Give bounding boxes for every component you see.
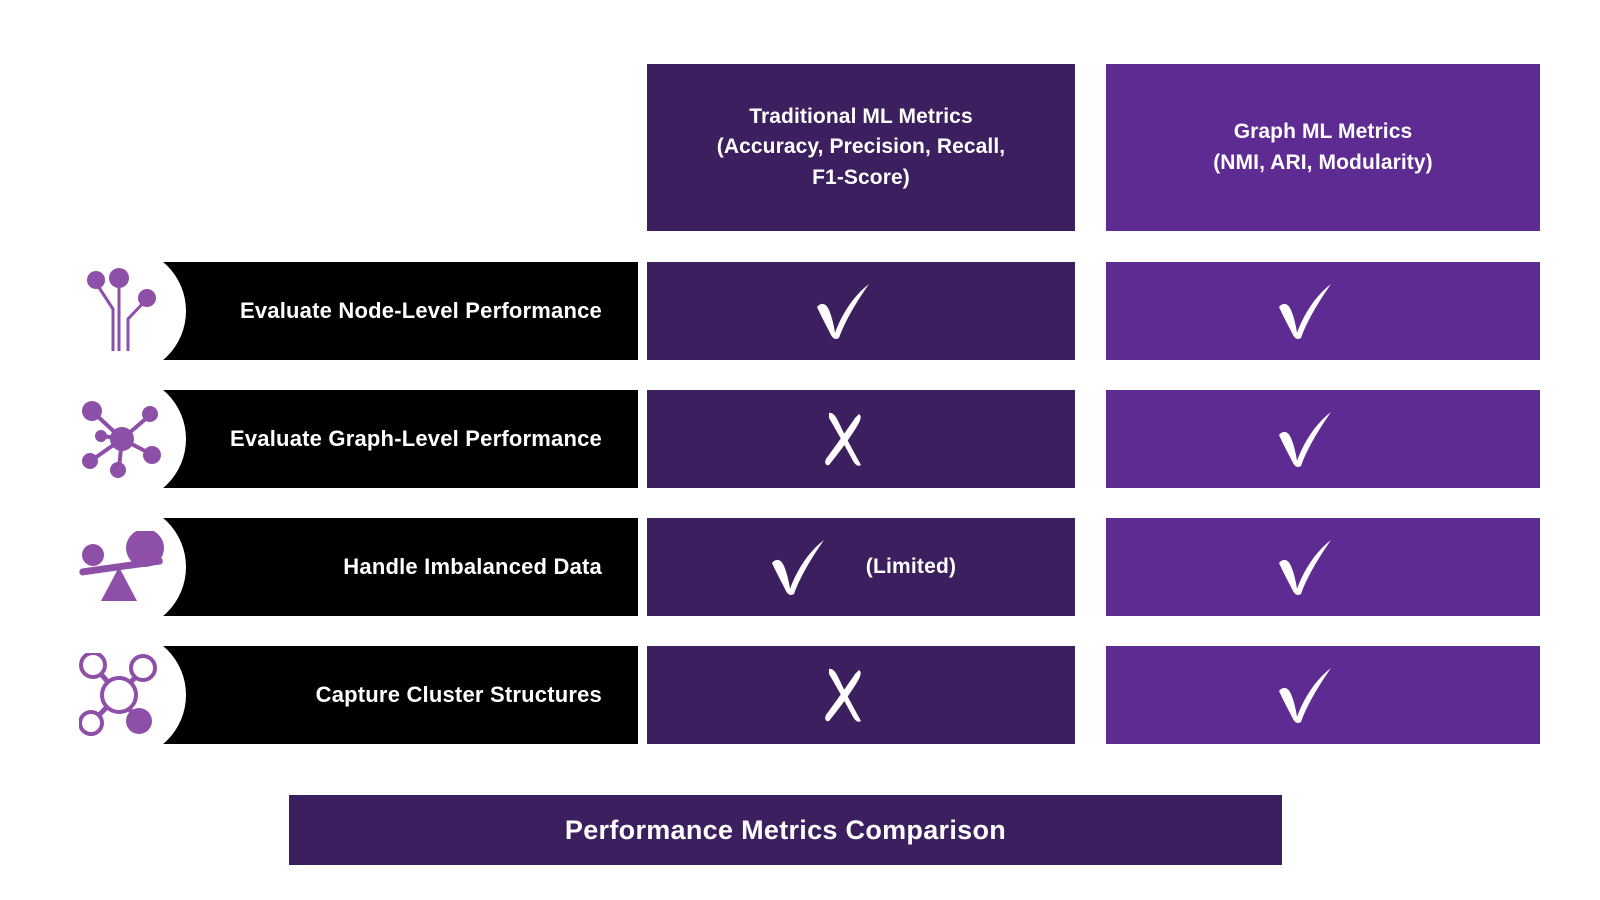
row-label-bar: Evaluate Graph-Level Performance <box>105 390 638 488</box>
cross-icon <box>817 665 871 725</box>
table-row: Handle Imbalanced Data (Limited) <box>0 503 1600 631</box>
row-label: Evaluate Graph-Level Performance <box>230 426 602 451</box>
row-label: Capture Cluster Structures <box>315 682 602 707</box>
column-header-line-2: (Accuracy, Precision, Recall, <box>716 135 1006 159</box>
cell-note: (Limited) <box>865 555 957 578</box>
table-row: Evaluate Graph-Level Performance <box>0 375 1600 503</box>
check-icon <box>1273 408 1339 470</box>
column-header-line-1: Graph ML Metrics <box>1233 120 1413 144</box>
table-row: Capture Cluster Structures <box>0 631 1600 759</box>
balance-scale-icon <box>58 503 186 631</box>
cell-traditional-row-1 <box>647 390 1075 488</box>
column-header-line-1: Traditional ML Metrics <box>749 104 973 128</box>
check-icon <box>766 536 832 598</box>
column-header-graph-ml-metrics: Graph ML Metrics (NMI, ARI, Modularity) <box>1106 64 1540 231</box>
row-label-bar: Capture Cluster Structures <box>105 646 638 744</box>
table-row: Evaluate Node-Level Performance <box>0 247 1600 375</box>
molecule-cluster-icon <box>58 631 186 759</box>
footer-title: Performance Metrics Comparison <box>564 814 1007 845</box>
check-icon <box>1273 536 1339 598</box>
cross-icon <box>817 409 871 469</box>
check-icon <box>811 280 877 342</box>
row-label-bar: Handle Imbalanced Data <box>105 518 638 616</box>
network-hub-icon <box>58 375 186 503</box>
row-label: Evaluate Node-Level Performance <box>239 298 602 323</box>
cell-traditional-row-2: (Limited) <box>647 518 1075 616</box>
column-header-traditional-ml-metrics: Traditional ML Metrics (Accuracy, Precis… <box>647 64 1075 231</box>
cell-traditional-row-3 <box>647 646 1075 744</box>
column-header-line-2: (NMI, ARI, Modularity) <box>1213 150 1433 174</box>
cell-traditional-row-0 <box>647 262 1075 360</box>
cell-graph-row-1 <box>1106 390 1540 488</box>
footer-banner: Performance Metrics Comparison <box>289 795 1282 865</box>
check-icon <box>1273 664 1339 726</box>
icon-cutout-circle <box>58 247 186 375</box>
neural-nodes-icon <box>58 247 186 375</box>
cell-graph-row-2 <box>1106 518 1540 616</box>
row-label: Handle Imbalanced Data <box>343 554 602 579</box>
column-header-line-3: F1-Score) <box>812 165 910 189</box>
cell-graph-row-3 <box>1106 646 1540 744</box>
row-label-bar: Evaluate Node-Level Performance <box>105 262 638 360</box>
check-icon <box>1273 280 1339 342</box>
cell-graph-row-0 <box>1106 262 1540 360</box>
